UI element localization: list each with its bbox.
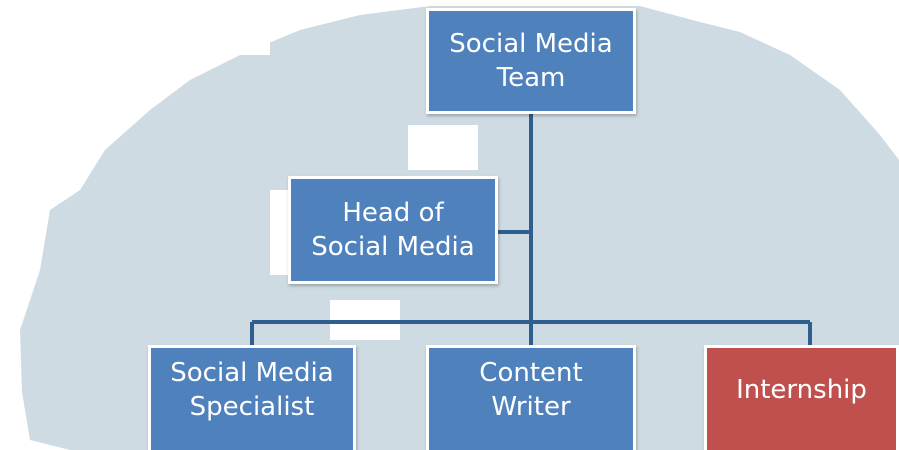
node-head-of-social-media: Head of Social Media bbox=[288, 176, 498, 284]
background-notch-4 bbox=[230, 30, 270, 55]
node-social-media-team-label: Social Media Team bbox=[449, 29, 613, 93]
background-notch-3 bbox=[408, 125, 478, 170]
node-content-writer-label: Content Writer bbox=[479, 358, 583, 422]
node-head-of-social-media-label: Head of Social Media bbox=[311, 198, 475, 262]
node-social-media-specialist: Social Media Specialist bbox=[148, 345, 356, 450]
node-content-writer: Content Writer bbox=[426, 345, 636, 450]
node-internship: Internship bbox=[704, 345, 899, 450]
node-social-media-specialist-label: Social Media Specialist bbox=[170, 358, 334, 422]
node-social-media-team: Social Media Team bbox=[426, 8, 636, 114]
node-internship-label: Internship bbox=[736, 375, 867, 405]
